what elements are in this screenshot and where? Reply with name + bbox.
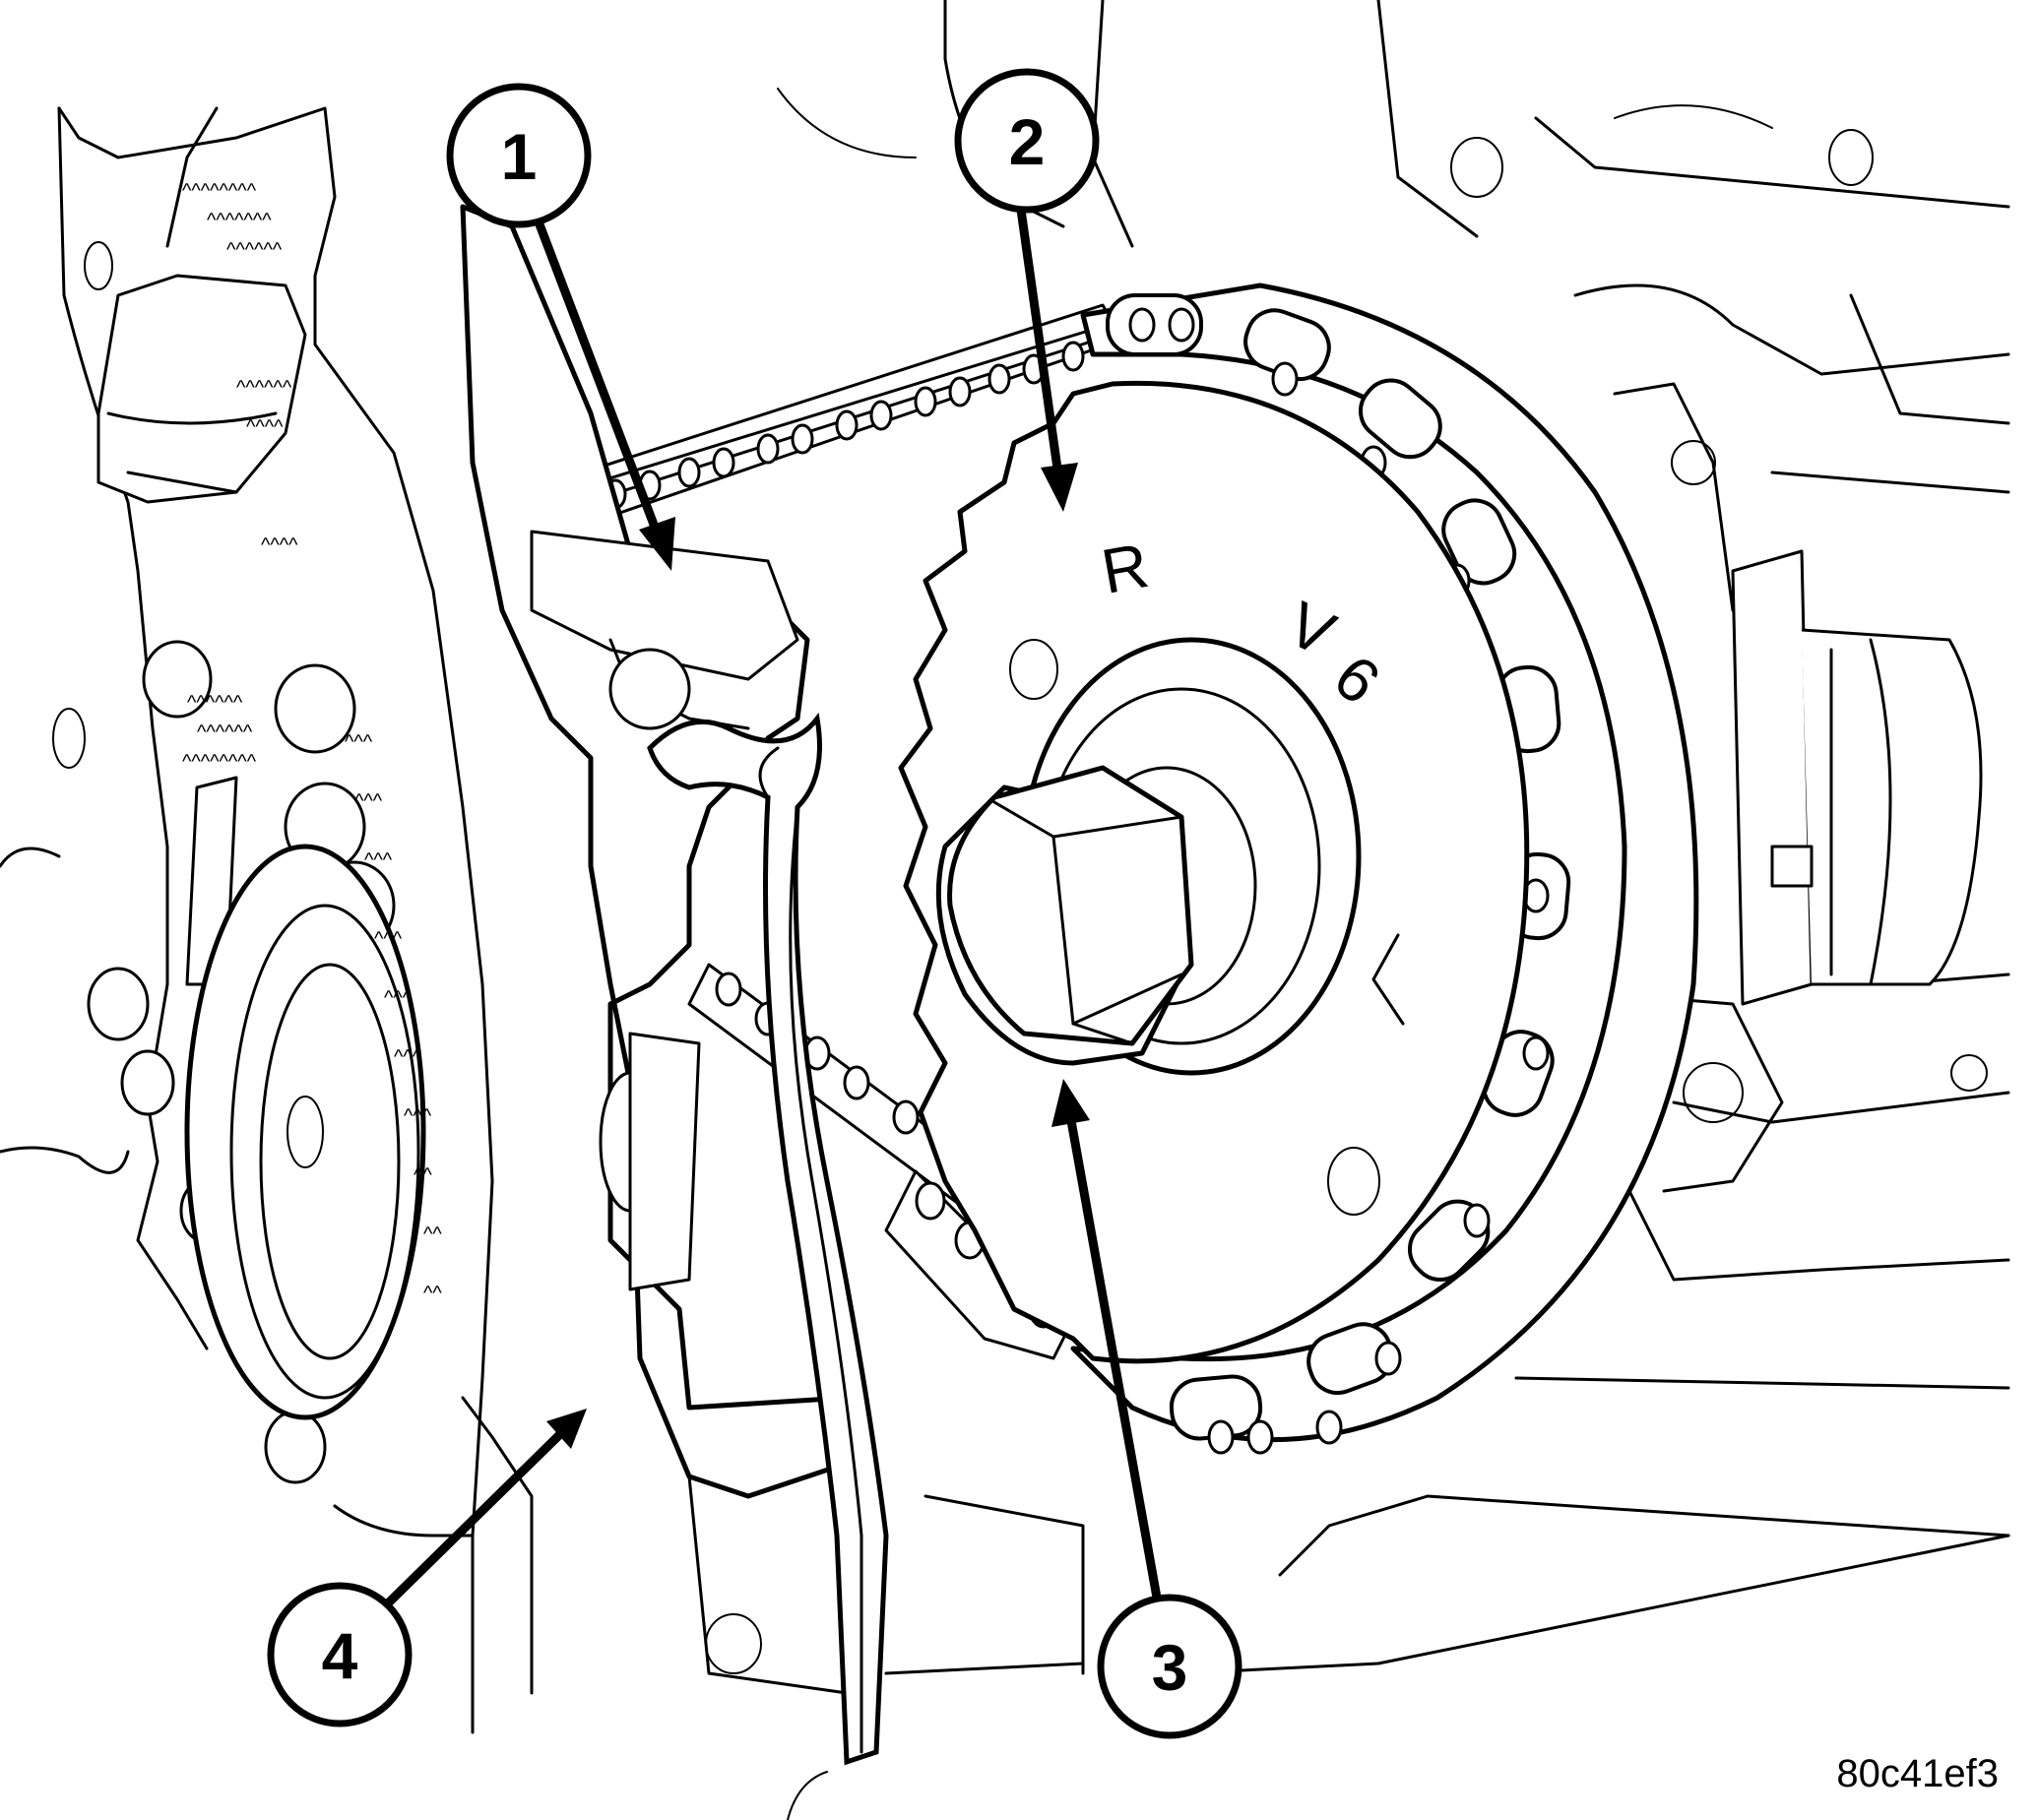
callout-2-label: 2: [1009, 105, 1046, 178]
svg-text:^^: ^^: [423, 1283, 442, 1304]
chain-tensioner: [460, 204, 869, 1695]
svg-text:^^^: ^^^: [374, 928, 403, 950]
callout-1: 1: [446, 83, 592, 228]
svg-text:^^^^: ^^^^: [246, 416, 284, 438]
svg-text:^^^^: ^^^^: [261, 534, 298, 556]
figure-id: 80c41ef3: [1836, 1752, 1999, 1795]
svg-text:^^^^^^: ^^^^^^: [236, 377, 292, 399]
svg-text:^^^: ^^^: [384, 987, 413, 1009]
callout-3-label: 3: [1152, 1631, 1188, 1704]
svg-text:^^^^^^^^: ^^^^^^^^: [182, 751, 257, 773]
svg-text:^^^^^^: ^^^^^^: [187, 692, 243, 714]
callout-arrows: [385, 209, 1162, 1606]
svg-text:^^: ^^: [423, 1224, 442, 1245]
callout-3: 3: [1097, 1594, 1242, 1739]
svg-text:^^^^^^: ^^^^^^: [226, 239, 283, 261]
svg-text:^^^: ^^^: [364, 849, 393, 871]
callout-4: 4: [267, 1582, 413, 1727]
svg-text:^^^: ^^^: [404, 1105, 432, 1127]
callout-1-label: 1: [501, 120, 538, 193]
svg-text:^^^^^^^^: ^^^^^^^^: [182, 180, 257, 202]
svg-text:^^: ^^: [414, 1164, 432, 1186]
callout-4-label: 4: [322, 1619, 358, 1692]
svg-text:^^^: ^^^: [345, 731, 373, 753]
locking-pin: [647, 712, 889, 1766]
front-cover: ^^^^^^^^ ^^^^^^^ ^^^^^^ ^^^^^^ ^^^^ ^^^^…: [0, 106, 534, 1734]
sprocket-bolt: [935, 765, 1194, 1066]
svg-text:^^^^^^^: ^^^^^^^: [207, 210, 272, 231]
callout-2: 2: [954, 68, 1100, 214]
camshaft-flange: [1613, 382, 1988, 1193]
svg-text:^^^: ^^^: [354, 790, 383, 812]
engine-block-outline: [705, 0, 2010, 1820]
svg-text:^^^^^^: ^^^^^^: [197, 722, 253, 743]
svg-text:^^^: ^^^: [394, 1046, 422, 1068]
